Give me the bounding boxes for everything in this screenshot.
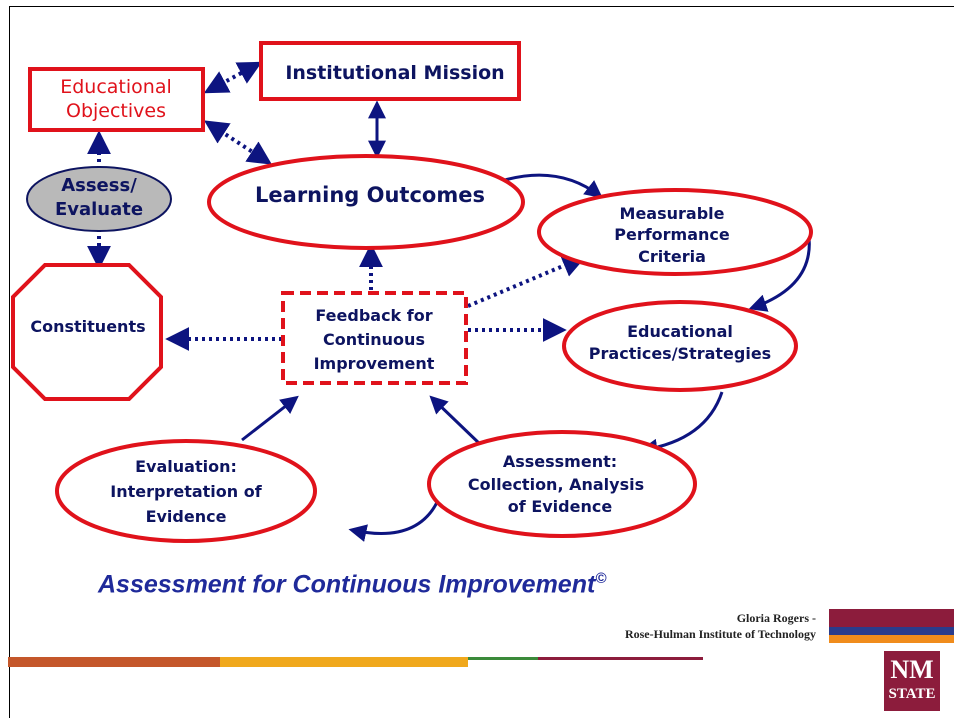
evaluation-line1: Evaluation: <box>135 457 237 476</box>
assess-evaluate-line2: Evaluate <box>55 199 143 220</box>
educational-objectives-node: Educational Objectives <box>28 67 205 132</box>
criteria-line1: Measurable <box>620 204 725 223</box>
credit: Gloria Rogers - Rose-Hulman Institute of… <box>625 610 816 642</box>
constituents-node: Constituents <box>11 263 163 401</box>
credit-author: Gloria Rogers - <box>736 611 816 625</box>
feedback-line2: Continuous <box>323 330 425 349</box>
slide-frame-left <box>9 6 10 718</box>
arrow-outcomes-criteria <box>504 173 603 199</box>
arrow-assessment-evaluation <box>348 495 442 542</box>
learning-outcomes-node: Learning Outcomes <box>207 154 525 250</box>
practices-line1: Educational <box>627 322 733 341</box>
educational-objectives-line1: Educational <box>60 76 172 98</box>
educational-objectives-line2: Objectives <box>66 100 166 122</box>
arrow-practices-assessment <box>639 391 724 457</box>
nmsu-logo-state: STATE <box>889 686 936 702</box>
stripe-maroon <box>829 609 954 627</box>
assessment-node: Assessment: Collection, Analysis of Evid… <box>427 430 697 538</box>
learning-outcomes-label: Learning Outcomes <box>255 183 485 207</box>
practices-line2: Practices/Strategies <box>589 344 771 363</box>
constituents-label: Constituents <box>30 317 145 336</box>
stripe-blue <box>829 627 954 635</box>
bar-green <box>468 657 538 660</box>
criteria-line3: Criteria <box>638 247 706 266</box>
assessment-line2: Collection, Analysis <box>468 475 644 494</box>
criteria-line2: Performance <box>614 225 730 244</box>
assessment-line3: of Evidence <box>508 497 613 516</box>
connectors <box>87 61 811 542</box>
feedback-line1: Feedback for <box>315 306 432 325</box>
institutional-mission-node: Institutional Mission <box>259 41 521 101</box>
institutional-mission-label: Institutional Mission <box>285 62 504 84</box>
stripe-orange <box>829 635 954 643</box>
bar-brown <box>8 657 220 667</box>
arrow-feedback-criteria <box>467 254 587 308</box>
evaluation-node: Evaluation: Interpretation of Evidence <box>55 439 317 543</box>
measurable-performance-criteria-node: Measurable Performance Criteria <box>537 188 813 276</box>
copyright-mark: © <box>595 570 607 587</box>
educational-practices-node: Educational Practices/Strategies <box>562 300 798 392</box>
bar-gold <box>220 657 468 667</box>
assessment-line1: Assessment: <box>503 452 617 471</box>
arrow-objectives-mission <box>203 61 263 94</box>
evaluation-line3: Evidence <box>146 507 227 526</box>
bar-maroon <box>538 657 703 660</box>
arrow-assessment-feedback <box>429 395 484 448</box>
diagram-title: Assessment for Continuous Improvement© <box>98 570 738 599</box>
feedback-line3: Improvement <box>314 354 435 373</box>
footer-color-bar <box>8 657 708 667</box>
corner-stripes <box>829 609 954 643</box>
arrow-evaluation-feedback <box>241 395 299 442</box>
nmsu-logo-nm: NM <box>890 655 933 684</box>
arrow-objectives-outcomes <box>203 120 273 165</box>
nmsu-logo: NM STATE <box>884 651 940 711</box>
assess-evaluate-node: Assess/ Evaluate <box>26 166 172 232</box>
credit-institution: Rose-Hulman Institute of Technology <box>624 627 816 641</box>
diagram-title-text: Assessment for Continuous Improvement <box>98 570 596 599</box>
feedback-node: Feedback for Continuous Improvement <box>281 291 468 385</box>
evaluation-line2: Interpretation of <box>110 482 262 501</box>
slide-frame-top <box>9 6 954 7</box>
assess-evaluate-line1: Assess/ <box>61 175 137 196</box>
